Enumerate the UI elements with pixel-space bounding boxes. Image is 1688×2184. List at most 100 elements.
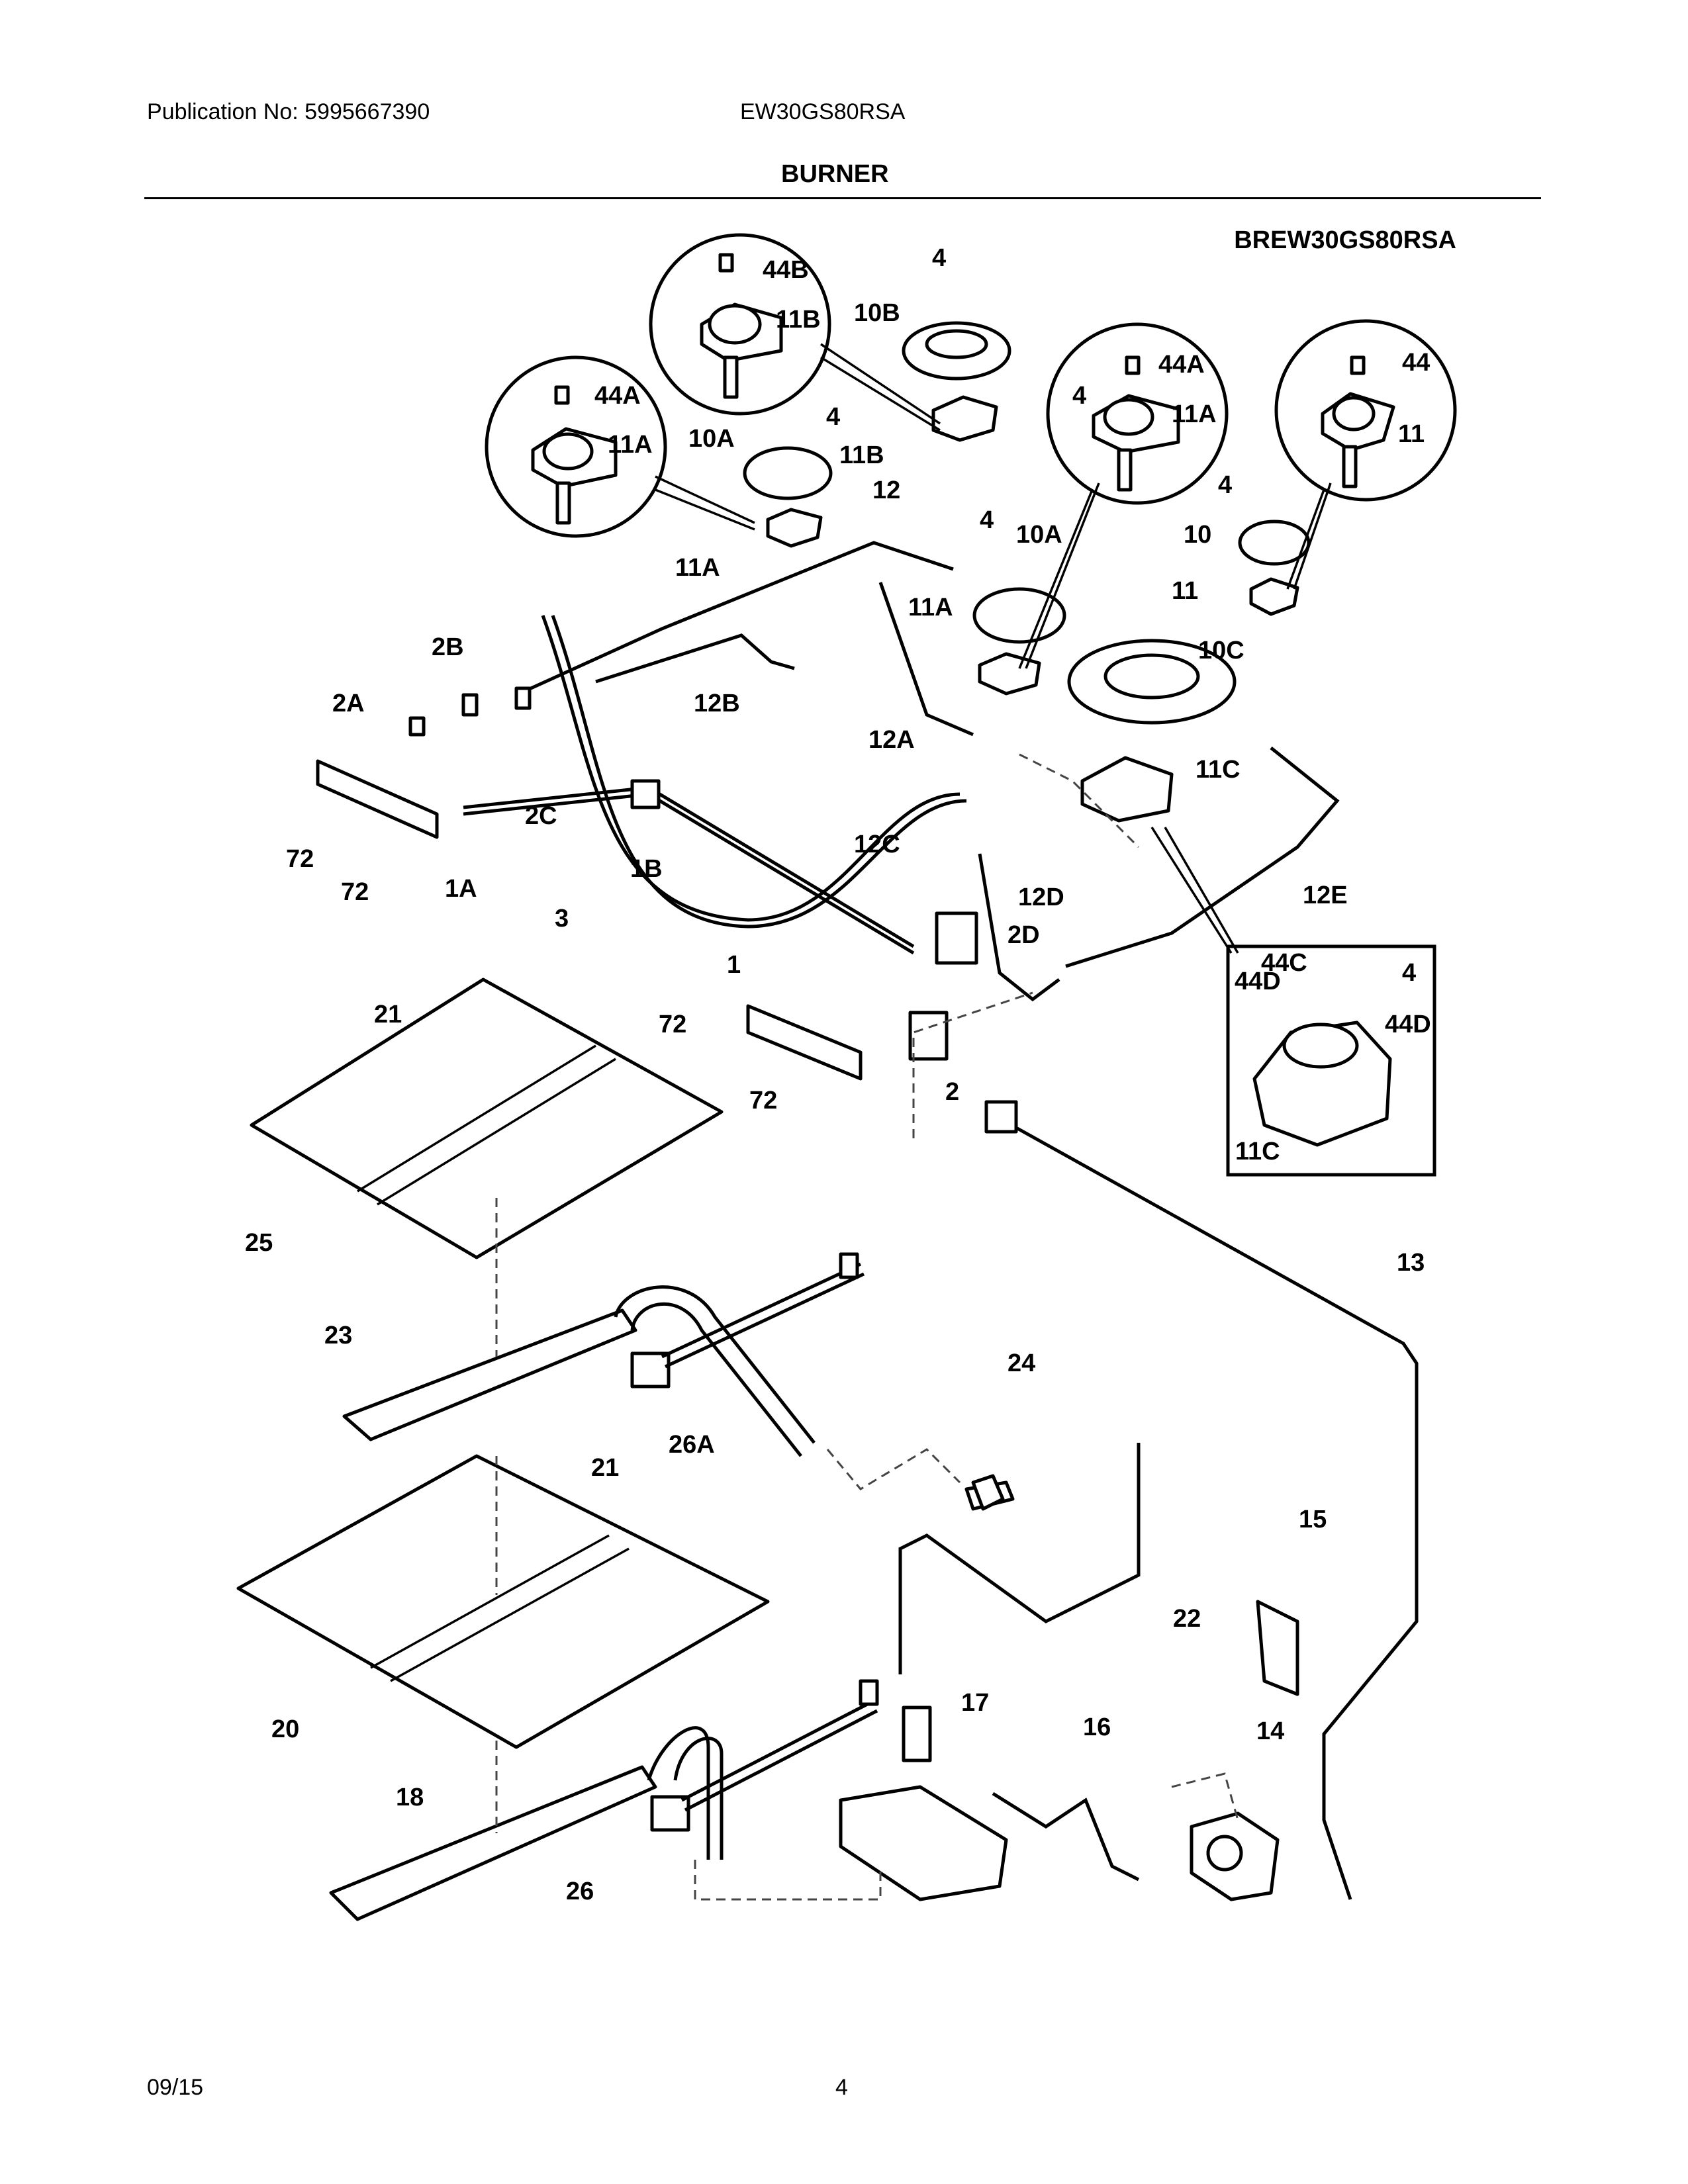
callout: 11B <box>839 441 884 469</box>
callout: 26A <box>669 1431 715 1459</box>
callout: 2 <box>945 1078 959 1106</box>
callout: 11B <box>776 306 821 334</box>
callout: 12B <box>694 690 740 717</box>
callout: 1 <box>727 951 741 979</box>
callout: 11C <box>1196 756 1241 784</box>
callout: 1B <box>630 855 663 883</box>
callout: 11A <box>608 431 653 459</box>
callout: 11A <box>908 594 953 621</box>
callout: 15 <box>1299 1506 1327 1533</box>
callout: 14 <box>1256 1717 1284 1745</box>
callout: 21 <box>591 1454 619 1482</box>
callout: 44A <box>594 382 641 410</box>
callout: 11 <box>1172 577 1198 605</box>
callout: 16 <box>1083 1713 1111 1741</box>
callout: 4 <box>932 244 946 272</box>
burner-10c <box>1067 639 1237 823</box>
callout: 12E <box>1303 882 1348 909</box>
callout: 12A <box>868 726 915 754</box>
valve-2 <box>908 1011 949 1061</box>
bracket-15 <box>1256 1600 1299 1696</box>
callout: 24 <box>1008 1349 1035 1377</box>
callout: 10 <box>1184 521 1211 549</box>
page-number: 4 <box>835 2075 848 2100</box>
callout: 11 <box>1398 420 1425 448</box>
callout: 12D <box>1018 884 1064 911</box>
gas-line-13 <box>984 1100 1419 1900</box>
callout: 12C <box>854 831 900 858</box>
detail-circle-11a-left <box>485 355 667 538</box>
manifold-1 <box>746 1004 863 1081</box>
heat-shield-25 <box>250 978 724 1259</box>
callout: 13 <box>1397 1249 1425 1277</box>
callout: 44C <box>1261 949 1307 977</box>
igniter-26a <box>630 1252 865 1388</box>
regulator-17 <box>839 1706 1008 1901</box>
callout: 72 <box>341 878 369 906</box>
callout: 72 <box>659 1011 686 1038</box>
footer-date: 09/15 <box>147 2075 204 2100</box>
callout: 4 <box>1218 471 1232 499</box>
model-number: EW30GS80RSA <box>740 99 906 124</box>
regulator-14 <box>1190 1811 1280 1901</box>
callout: 11A <box>675 554 720 582</box>
callout: 4 <box>1402 959 1416 987</box>
heat-shield-20 <box>236 1454 770 1749</box>
callout: 44B <box>763 256 809 284</box>
callout: 1A <box>445 875 477 903</box>
callout: 23 <box>324 1322 352 1349</box>
callout: 2D <box>1008 921 1040 949</box>
valve-2d <box>935 911 978 965</box>
gas-line-22 <box>898 1443 1141 1674</box>
callout: 26 <box>566 1878 594 1905</box>
callout: 2C <box>525 802 557 830</box>
diagram-code: BREW30GS80RSA <box>1234 226 1456 254</box>
callout: 17 <box>961 1689 989 1717</box>
alignment-lines <box>495 753 1239 1901</box>
callout: 25 <box>245 1229 273 1257</box>
detail-circle-11 <box>1274 319 1457 502</box>
igniter-26 <box>650 1679 879 1832</box>
leader-lines <box>655 343 1332 954</box>
page-title: BURNER <box>781 160 889 188</box>
callout: 10A <box>1016 521 1062 549</box>
detail-circle-11b <box>649 233 831 416</box>
gas-line-16 <box>992 1792 1140 1882</box>
fitting-24 <box>971 1474 1005 1511</box>
burner-10b <box>902 321 1011 442</box>
detail-circle-11a-right <box>1046 322 1229 505</box>
callout: 44 <box>1402 349 1430 377</box>
callout-labels: 4 44B 11B 10B 4 44A 11A 10A 11B 44A 11A … <box>245 244 1431 1905</box>
burner-tube-23 <box>342 1285 816 1457</box>
callout: 44D <box>1385 1011 1431 1038</box>
callout: 20 <box>271 1715 299 1743</box>
burner-tube-18 <box>329 1726 724 1921</box>
callout: 22 <box>1173 1605 1201 1633</box>
callout: 11A <box>1172 400 1217 428</box>
callout: 4 <box>826 403 840 431</box>
callout: 2B <box>432 633 464 661</box>
detail-box-11c <box>1226 944 1436 1177</box>
header-rule <box>144 197 1541 199</box>
callout: 10A <box>688 425 735 453</box>
wiring-harness-3 <box>541 615 967 929</box>
callout: 72 <box>286 845 314 873</box>
burner-10 <box>1238 520 1311 616</box>
callout: 10C <box>1198 637 1244 664</box>
callout: 2A <box>332 690 365 717</box>
callout: 72 <box>749 1087 777 1115</box>
callout: 11C <box>1235 1138 1280 1165</box>
callout: 12 <box>872 477 900 504</box>
gas-tubes-12 <box>515 541 1340 1002</box>
callout: 4 <box>1072 382 1086 410</box>
callout: 21 <box>374 1001 402 1028</box>
publication-number: Publication No: 5995667390 <box>147 99 430 124</box>
manifold-1a <box>316 686 532 839</box>
callout: 44D <box>1235 968 1281 995</box>
callout: 4 <box>980 506 994 534</box>
burner-10a-left <box>743 446 833 548</box>
callout: 18 <box>396 1784 424 1811</box>
callout: 10B <box>854 299 900 327</box>
callout: 44A <box>1158 351 1205 379</box>
